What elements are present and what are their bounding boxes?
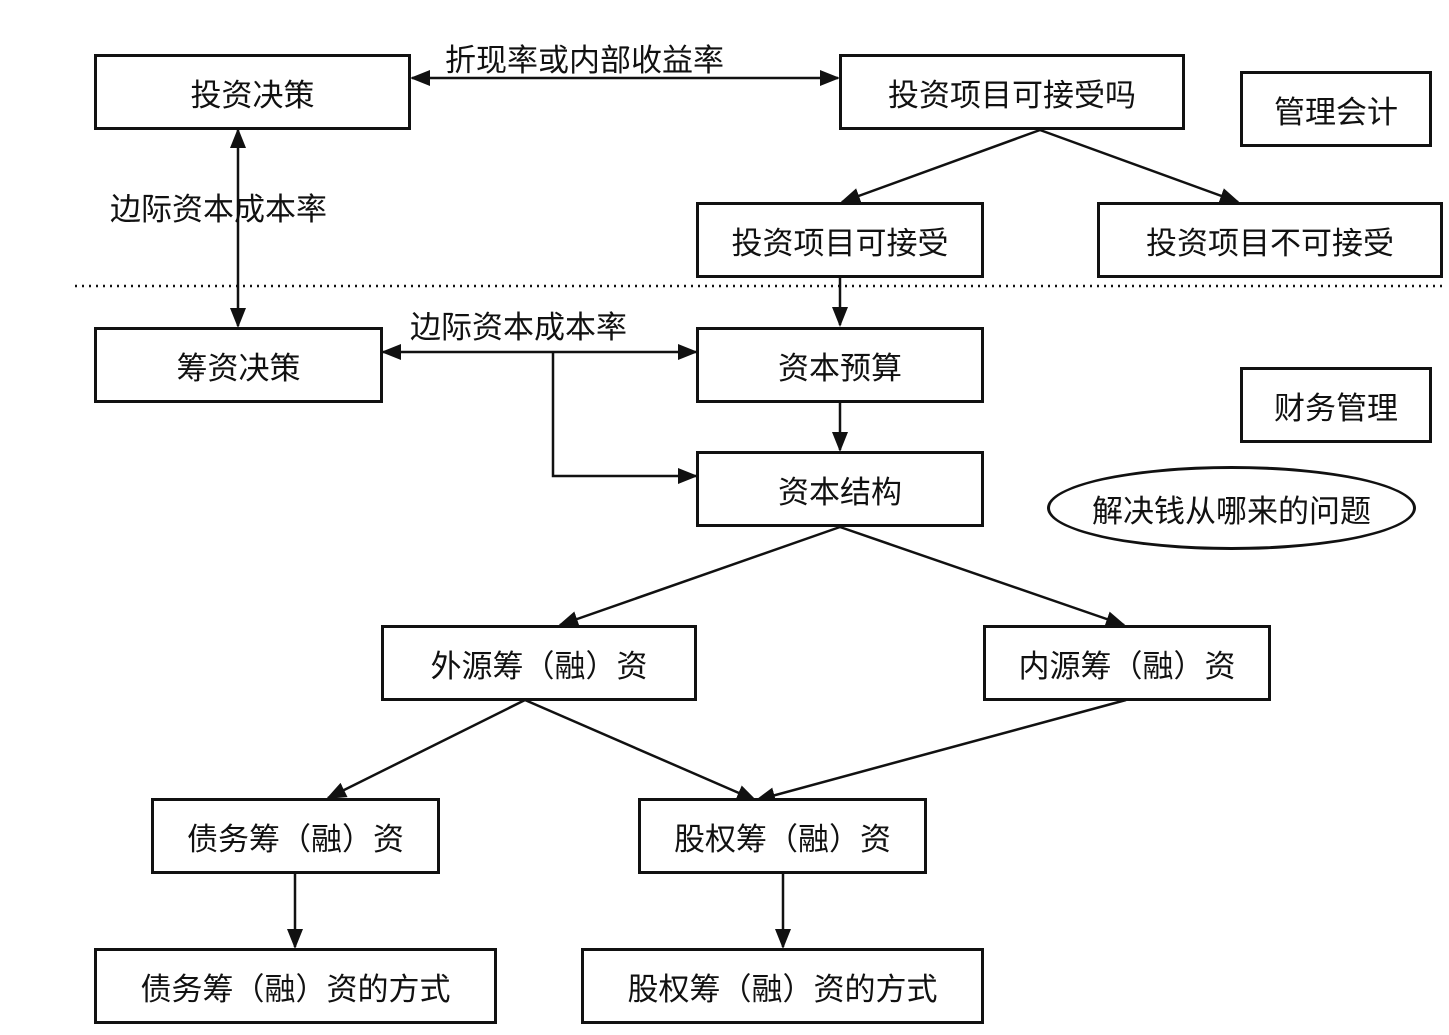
edge-label-marginal-cost-middle: 边际资本成本率 bbox=[410, 310, 627, 346]
node-financial-management: 财务管理 bbox=[1240, 367, 1432, 443]
node-capital-budget-label: 资本预算 bbox=[778, 350, 902, 387]
node-equity-financing-label: 股权筹（融）资 bbox=[674, 821, 891, 858]
node-external-financing: 外源筹（融）资 bbox=[381, 625, 697, 701]
node-internal-financing-label: 内源筹（融）资 bbox=[1018, 648, 1236, 685]
edge-question-to-not-acceptable bbox=[1039, 128, 1240, 204]
node-debt-financing-methods: 债务筹（融）资的方式 bbox=[94, 948, 497, 1024]
node-investment-decision: 投资决策 bbox=[94, 54, 411, 130]
node-debt-financing: 债务筹（融）资 bbox=[151, 798, 440, 874]
node-project-acceptable-label: 投资项目可接受 bbox=[731, 225, 949, 262]
node-external-financing-label: 外源筹（融）资 bbox=[430, 648, 648, 685]
edge-structure-to-external bbox=[558, 525, 841, 627]
edge-internal-to-equity bbox=[755, 698, 1127, 804]
node-project-acceptable-question-label: 投资项目可接受吗 bbox=[888, 77, 1136, 114]
node-financing-decision: 筹资决策 bbox=[94, 327, 383, 403]
edge-label-marginal-cost-left: 边际资本成本率 bbox=[110, 192, 327, 228]
node-project-not-acceptable-label: 投资项目不可接受 bbox=[1146, 225, 1394, 262]
node-management-accounting-label: 管理会计 bbox=[1274, 94, 1398, 131]
edge-structure-to-internal bbox=[839, 525, 1126, 627]
node-internal-financing: 内源筹（融）资 bbox=[983, 625, 1271, 701]
node-project-acceptable: 投资项目可接受 bbox=[696, 202, 984, 278]
node-project-not-acceptable: 投资项目不可接受 bbox=[1097, 202, 1443, 278]
node-investment-decision-label: 投资决策 bbox=[190, 77, 315, 114]
node-financing-decision-label: 筹资决策 bbox=[176, 350, 301, 387]
node-financial-management-label: 财务管理 bbox=[1274, 390, 1398, 427]
node-equity-financing: 股权筹（融）资 bbox=[638, 798, 927, 874]
edge-external-to-debt bbox=[326, 698, 526, 800]
node-capital-structure: 资本结构 bbox=[696, 451, 984, 527]
node-capital-budget: 资本预算 bbox=[696, 327, 984, 403]
node-where-money-comes-from-label: 解决钱从哪来的问题 bbox=[1092, 493, 1371, 530]
node-debt-financing-label: 债务筹（融）资 bbox=[187, 821, 404, 858]
node-debt-financing-methods-label: 债务筹（融）资的方式 bbox=[140, 971, 451, 1008]
node-management-accounting: 管理会计 bbox=[1240, 71, 1432, 147]
node-where-money-comes-from: 解决钱从哪来的问题 bbox=[1047, 466, 1416, 550]
node-equity-financing-methods-label: 股权筹（融）资的方式 bbox=[627, 971, 938, 1008]
edge-financing-to-structure bbox=[551, 352, 698, 484]
edge-external-to-equity bbox=[524, 698, 757, 802]
edge-label-discount-or-irr: 折现率或内部收益率 bbox=[445, 43, 724, 79]
edge-question-to-acceptable bbox=[840, 128, 1041, 204]
node-equity-financing-methods: 股权筹（融）资的方式 bbox=[581, 948, 984, 1024]
node-project-acceptable-question: 投资项目可接受吗 bbox=[839, 54, 1185, 130]
node-capital-structure-label: 资本结构 bbox=[778, 474, 902, 511]
